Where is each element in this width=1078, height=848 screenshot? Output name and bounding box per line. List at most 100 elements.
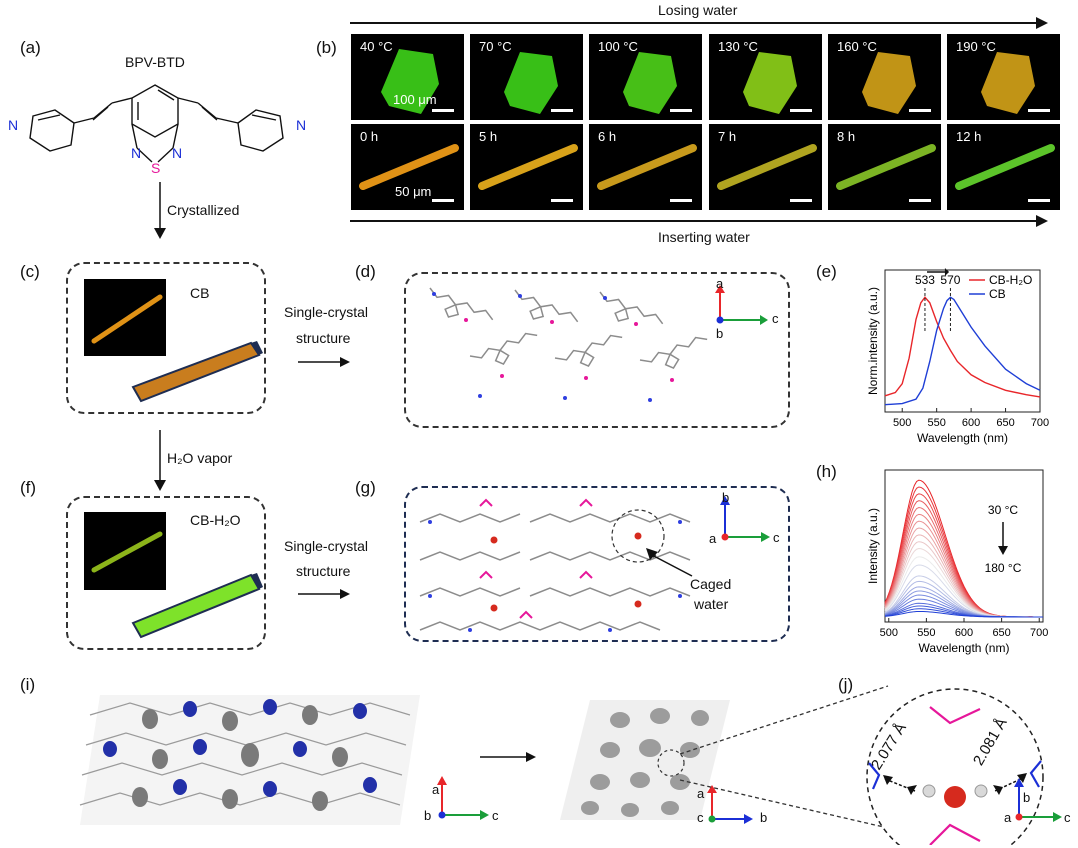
time-label: 8 h — [837, 129, 856, 144]
micrograph-row2-0h: 0 h 50 μm — [351, 124, 464, 210]
time-label: 0 h — [360, 129, 379, 144]
axis-c-label-g: c — [773, 530, 780, 545]
scalebar — [909, 109, 931, 112]
caged-water-label-2: water — [694, 596, 729, 612]
temp-label: 160 °C — [837, 39, 877, 54]
atom-n-btd-right: N — [172, 145, 183, 161]
axis-c-label-j: c — [1064, 810, 1071, 825]
x-tick-label: 600 — [962, 417, 980, 429]
x-tick-label: 650 — [996, 417, 1014, 429]
panel-label-i: (i) — [20, 675, 36, 694]
legend-label: CB-H₂O — [989, 273, 1032, 287]
axis-b-label-d: b — [716, 326, 724, 341]
cbh2o-packing-structure — [419, 498, 691, 632]
temp-label: 40 °C — [360, 39, 393, 54]
cb-label: CB — [190, 285, 210, 301]
temp-label: 70 °C — [479, 39, 512, 54]
x-tick-label: 500 — [893, 417, 911, 429]
cbh2o-crystal-photo — [84, 512, 166, 590]
single-crystal-label-f1: Single-crystal — [284, 538, 369, 554]
micrograph-row1-70c: 70 °C — [470, 34, 583, 120]
axis-a-label-g: a — [709, 531, 717, 546]
axis-b-label-j: b — [1023, 790, 1031, 805]
cb-crystal-model — [131, 341, 263, 403]
panel-label-a: (a) — [20, 38, 41, 57]
x-tick-label: 500 — [880, 627, 898, 639]
axes-i — [437, 776, 489, 820]
panel-label-d: (d) — [355, 262, 376, 281]
scalebar — [432, 199, 454, 202]
micrograph-row2-8h: 8 h — [828, 124, 941, 210]
atom-n-left: N — [8, 117, 19, 133]
micrograph-row1-160c: 160 °C — [828, 34, 941, 120]
x-axis-label: Wavelength (nm) — [919, 641, 1010, 655]
caged-water-pointer — [646, 548, 693, 577]
arrow-c-to-d — [298, 357, 350, 367]
micrograph-row1-130c: 130 °C — [709, 34, 822, 120]
panel-label-g: (g) — [355, 478, 376, 497]
cbh2o-crystal-box — [66, 496, 266, 650]
scalebar — [790, 199, 812, 202]
x-tick-label: 700 — [1031, 417, 1049, 429]
scale-label-top: 100 μm — [393, 92, 437, 107]
temp-label: 190 °C — [956, 39, 996, 54]
axis-b-label-i2: b — [760, 810, 768, 825]
axis-a-label-j: a — [1004, 810, 1012, 825]
panel-label-f: (f) — [20, 478, 37, 497]
crystallized-label: Crystallized — [167, 202, 240, 218]
arrow-f-to-g — [298, 589, 350, 599]
scale-label-bottom: 50 μm — [395, 184, 432, 199]
temp-label: 130 °C — [718, 39, 758, 54]
axis-c-label-i2: c — [697, 810, 704, 825]
micrograph-row1-190c: 190 °C — [947, 34, 1060, 120]
temp-arrow-head — [998, 546, 1008, 555]
x-tick-label: 550 — [927, 417, 945, 429]
losing-water-label: Losing water — [658, 2, 738, 18]
peak-label: 533 — [915, 273, 935, 287]
atom-s: S — [151, 160, 161, 176]
atom-n-right: N — [296, 117, 307, 133]
scalebar — [1028, 109, 1050, 112]
losing-water-arrow — [350, 17, 1048, 29]
scalebar — [551, 109, 573, 112]
axis-c-label-i: c — [492, 808, 499, 823]
x-tick-label: 600 — [955, 627, 973, 639]
scalebar — [1028, 199, 1050, 202]
end-temp-label: 180 °C — [985, 561, 1022, 575]
micrograph-row2-5h: 5 h — [470, 124, 583, 210]
cb-packing-structure — [429, 287, 708, 402]
hirshfeld-packing-view — [79, 695, 420, 825]
legend-label: CB — [989, 287, 1006, 301]
scalebar — [909, 199, 931, 202]
vapor-label: H₂O vapor — [167, 450, 233, 466]
axes-i-right — [707, 785, 753, 824]
scalebar — [790, 109, 812, 112]
scalebar — [551, 199, 573, 202]
start-temp-label: 30 °C — [988, 503, 1018, 517]
panel-label-c: (c) — [20, 262, 40, 281]
y-axis-label: Intensity (a.u.) — [866, 508, 880, 584]
time-label: 12 h — [956, 129, 982, 144]
axes-g — [720, 496, 770, 542]
water-zoom-circle — [866, 688, 1044, 845]
x-axis-label: Wavelength (nm) — [917, 431, 1008, 445]
axis-c-label-d: c — [772, 311, 779, 326]
molecule-name: BPV-BTD — [125, 54, 185, 70]
single-crystal-label-c2: structure — [296, 330, 351, 346]
micrograph-row1-40c: 40 °C 100 μm — [351, 34, 464, 120]
axis-a-label-i: a — [432, 782, 440, 797]
panel-label-b: (b) — [316, 38, 337, 57]
micrograph-row2-12h: 12 h — [947, 124, 1060, 210]
cb-packing-box — [404, 272, 790, 428]
axis-b-label-i: b — [424, 808, 432, 823]
atom-n-btd-left: N — [131, 145, 142, 161]
axes-d — [715, 285, 768, 325]
void-surface-view — [560, 700, 730, 820]
plot-frame — [884, 269, 1041, 413]
time-label: 7 h — [718, 129, 737, 144]
time-label: 6 h — [598, 129, 617, 144]
micrograph-row1-100c: 100 °C — [589, 34, 702, 120]
caged-water-label-1: Caged — [690, 576, 732, 592]
inserting-water-arrow — [350, 215, 1048, 227]
series-line — [884, 610, 1044, 618]
